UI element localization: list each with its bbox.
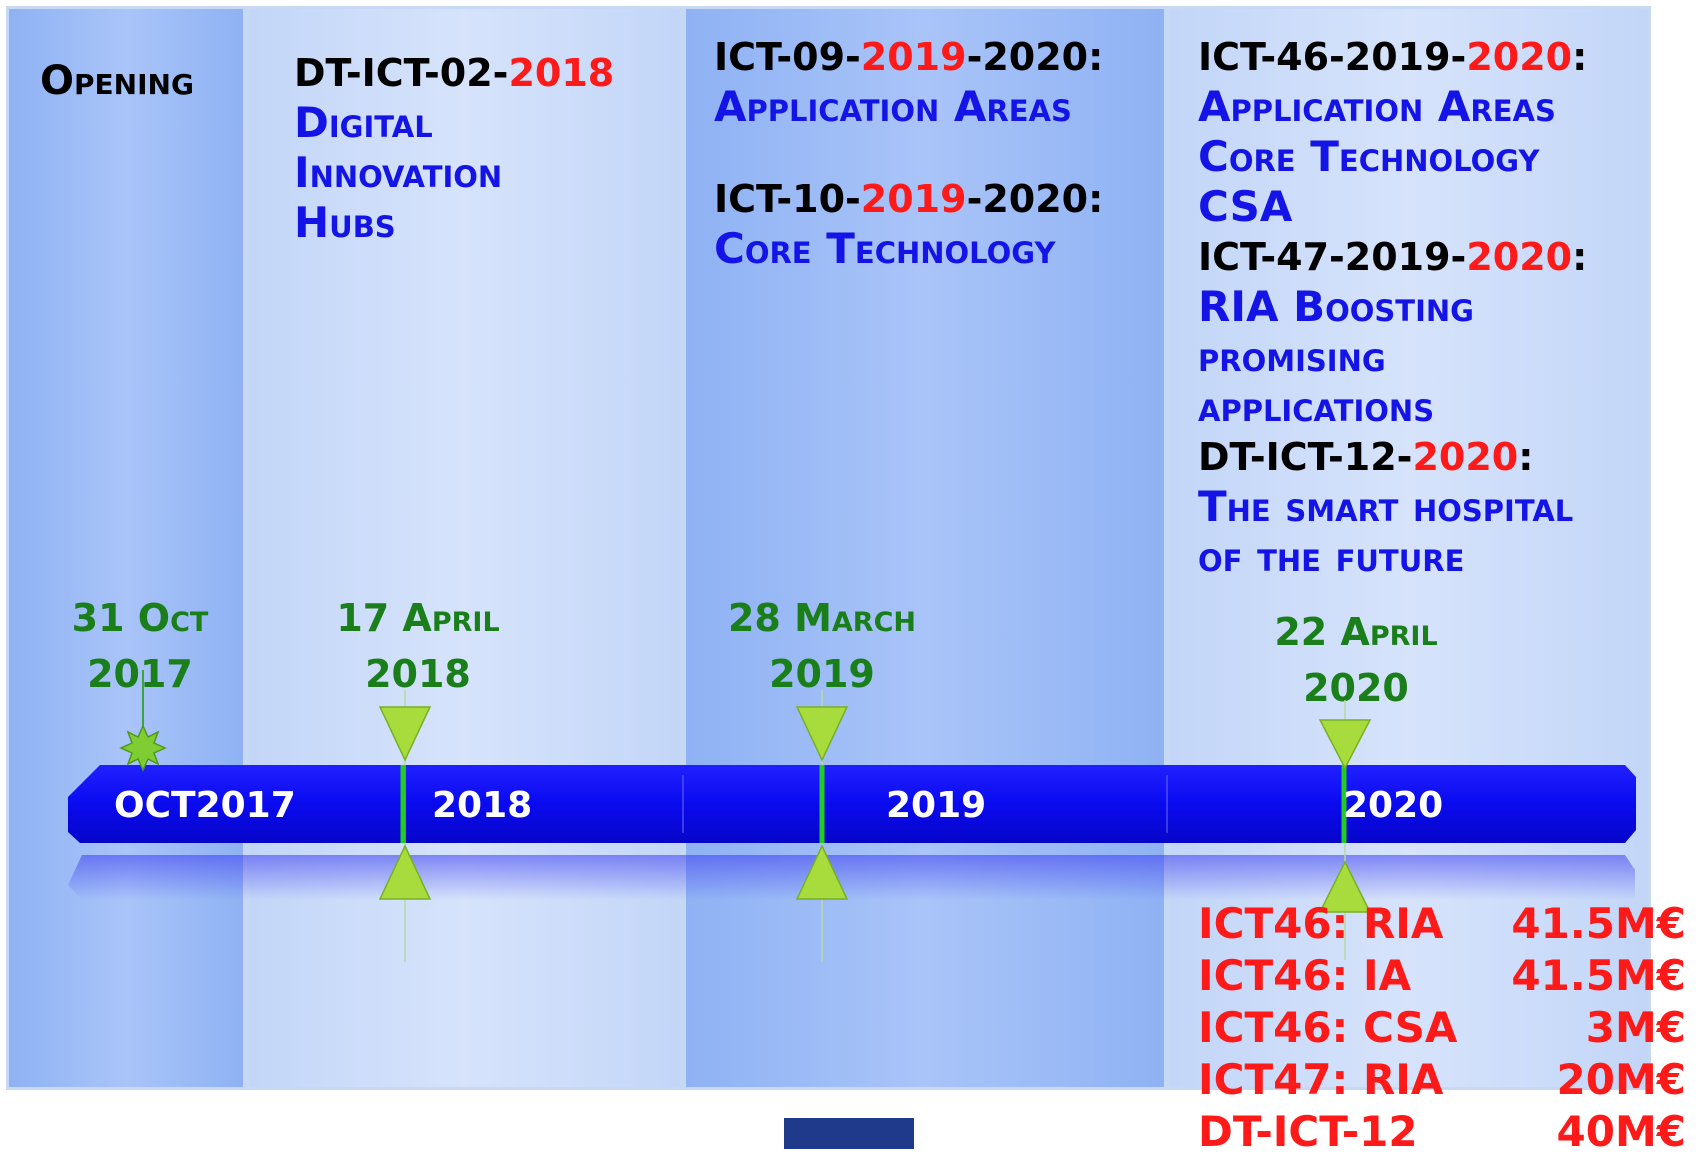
call-code-suffix: : [1572,235,1588,279]
call-code-year: 2020 [1412,435,1519,479]
call-title-ict-09: Application Areas [714,82,1072,131]
call-title-ict-10: Core Technology [714,224,1056,273]
budget-row: ICT46: RIA 41.5M€ [1198,898,1686,950]
milestone-date-2019: 28 March 2019 [712,590,932,702]
call-title-line: Hubs [294,198,396,247]
call-code-prefix: DT-ICT-12- [1198,435,1413,479]
budget-row: DT-ICT-12 40M€ [1198,1106,1686,1158]
milestone-year: 2018 [365,652,471,696]
call-code-year: 2020 [1466,235,1573,279]
call-title-line: Core Technology [1198,132,1540,181]
milestone-day: 17 April [336,596,500,640]
timeline-bar [68,765,1636,843]
milestone-day: 22 April [1274,610,1438,654]
calls-2020: ICT-46-2019-2020: Application Areas Core… [1198,32,1587,582]
milestone-day: 31 Oct [71,596,209,640]
milestone-date-2020: 22 April 2020 [1246,604,1466,716]
call-code-year: 2018 [508,51,615,95]
call-code-ict-10: ICT-10-2019-2020: [714,174,1103,224]
timeline-label-2018: 2018 [432,785,533,826]
column-2020 [1167,6,1651,1090]
call-title-line: of the future [1198,532,1465,581]
call-title-line: CSA [1198,182,1293,231]
call-code-year: 2019 [860,177,967,221]
call-code-year: 2020 [1466,35,1573,79]
call-code-ict-46: ICT-46-2019-2020: [1198,32,1587,82]
milestone-year: 2020 [1303,666,1409,710]
opening-title: Opening [40,58,194,104]
call-code-prefix: ICT-09- [714,35,861,79]
footer-block [784,1118,914,1149]
call-code-prefix: ICT-47-2019- [1198,235,1467,279]
triangle-up-icon [1318,860,1372,913]
column-2018 [246,6,683,1090]
budget-row: ICT46: CSA 3M€ [1198,1002,1686,1054]
milestone-year: 2017 [87,652,193,696]
calls-2019: ICT-09-2019-2020: Application Areas ICT-… [714,32,1103,274]
milestone-date-2017: 31 Oct 2017 [40,590,240,702]
call-title-line: applications [1198,382,1435,431]
call-code-suffix: : [1518,435,1534,479]
budget-row: ICT47: RIA 20M€ [1198,1054,1686,1106]
milestone-day: 28 March [727,596,917,640]
timeline-label-2017: OCT2017 [114,785,296,826]
budget-table: ICT46: RIA 41.5M€ ICT46: IA 41.5M€ ICT46: … [1198,898,1686,1158]
call-title-line: Innovation [294,148,503,197]
milestone-date-2018: 17 April 2018 [318,590,518,702]
call-title-line: promising [1198,332,1386,381]
call-code-ict-47: ICT-47-2019-2020: [1198,232,1587,282]
call-code-prefix: DT-ICT-02- [294,51,509,95]
timeline-label-2019: 2019 [886,785,987,826]
budget-value: 20M€ [1556,1055,1686,1104]
star-icon [119,724,167,772]
call-code: DT-ICT-02-2018 [294,48,614,98]
call-title-line: Digital [294,98,433,147]
call-title-line: Application Areas [1198,82,1556,131]
column-opening [6,6,246,1090]
triangle-up-icon [378,844,432,900]
call-title-line: RIA Boosting [1198,282,1474,331]
budget-label: ICT47: RIA [1198,1055,1444,1104]
budget-value: 41.5M€ [1511,951,1686,1000]
budget-label: ICT46: CSA [1198,1003,1458,1052]
budget-value: 40M€ [1556,1107,1686,1156]
triangle-up-icon [795,844,849,900]
timeline-reflection [68,855,1635,900]
call-code-year: 2019 [860,35,967,79]
call-code-suffix: : [1572,35,1588,79]
call-code-prefix: ICT-10- [714,177,861,221]
triangle-down-icon [1318,719,1372,770]
call-code-dt-ict-12: DT-ICT-12-2020: [1198,432,1587,482]
call-code-ict-09: ICT-09-2019-2020: [714,32,1103,82]
call-dt-ict-02: DT-ICT-02-2018 Digital Innovation Hubs [294,48,614,248]
milestone-year: 2019 [769,652,875,696]
budget-label: DT-ICT-12 [1198,1107,1418,1156]
budget-row: ICT46: IA 41.5M€ [1198,950,1686,1002]
budget-value: 41.5M€ [1511,899,1686,948]
call-code-suffix: -2020: [966,177,1104,221]
column-2019 [683,6,1167,1090]
triangle-down-icon [378,706,432,762]
call-code-suffix: -2020: [966,35,1104,79]
budget-label: ICT46: RIA [1198,899,1444,948]
timeline-label-2020: 2020 [1343,785,1444,826]
call-code-prefix: ICT-46-2019- [1198,35,1467,79]
triangle-down-icon [795,706,849,762]
budget-label: ICT46: IA [1198,951,1412,1000]
call-title-line: The smart hospital [1198,482,1574,531]
budget-value: 3M€ [1585,1003,1686,1052]
